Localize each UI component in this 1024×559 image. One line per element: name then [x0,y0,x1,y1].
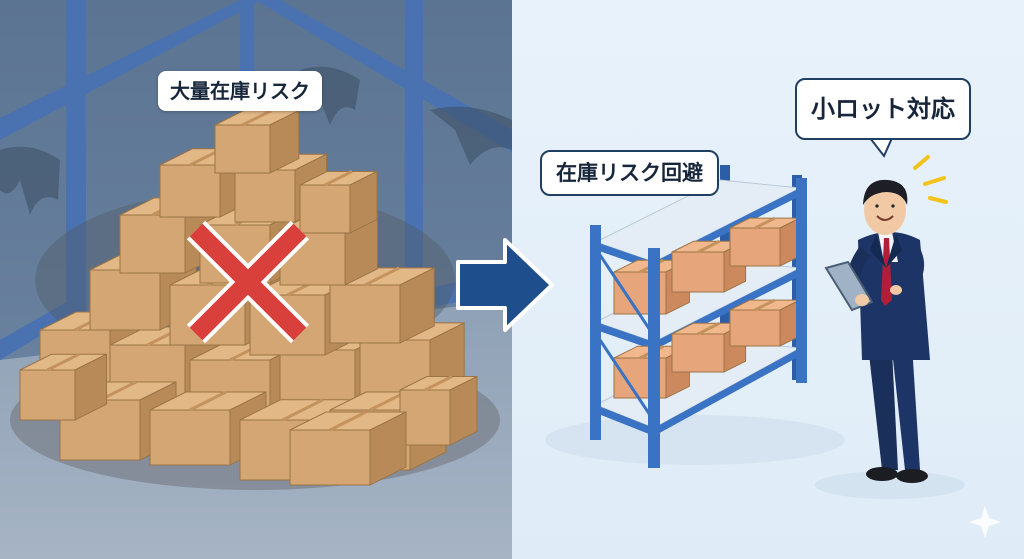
cardboard-box [214,109,300,174]
cardboard-box [729,216,801,267]
businessman-figure [824,179,930,483]
right-arrow-icon [456,238,554,332]
cardboard-box [399,375,478,446]
cardboard-box [299,170,378,234]
label-risk-avoidance: 在庫リスク回避 [540,150,719,196]
label-inventory-risk: 大量在庫リスク [158,71,322,111]
cardboard-box [289,410,407,486]
cardboard-box [329,266,435,344]
sparkle-icon [913,155,948,204]
cardboard-box [729,298,801,347]
shelf-front-posts [590,178,807,468]
corner-star-icon [969,506,1001,538]
shelf-boxes [613,216,801,399]
shelf-shadow [545,415,845,465]
person-shadow [815,471,965,499]
cardboard-box [19,352,107,421]
label-small-lot: 小ロット対応 [795,78,971,140]
